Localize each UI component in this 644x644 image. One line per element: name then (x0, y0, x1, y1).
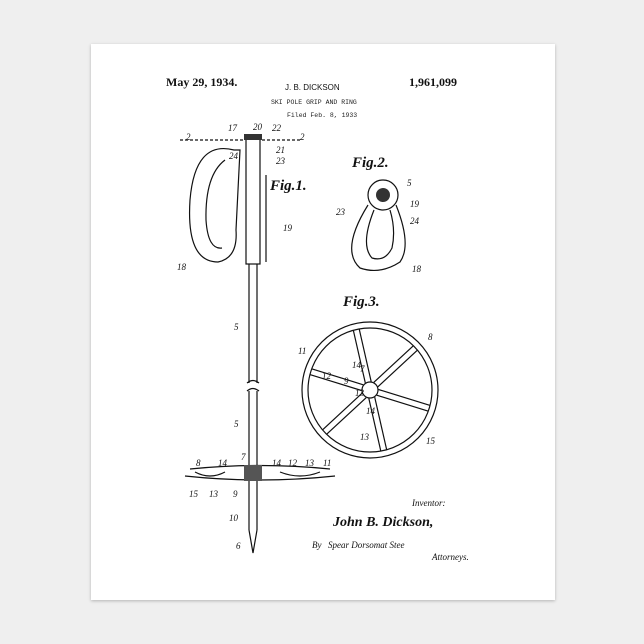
fig1-reference-numeral: 11 (323, 458, 331, 468)
inventor-header: J. B. DICKSON (285, 83, 340, 92)
attorneys-label: Attorneys. (431, 552, 469, 562)
fig1-reference-numeral: 18 (177, 262, 187, 272)
fig3-reference-numeral: 8 (428, 332, 433, 342)
fig1-reference-numeral: 10 (229, 513, 239, 523)
fig1-reference-numeral: 2 (300, 132, 305, 142)
patent-title: SKI POLE GRIP AND RING (271, 99, 357, 106)
fig1-reference-numeral: 8 (196, 458, 201, 468)
fig1-reference-numeral: 15 (189, 489, 199, 499)
fig1-reference-numeral: 2 (186, 132, 191, 142)
fig1-reference-numeral: 23 (276, 156, 286, 166)
fig3-reference-numeral: 13 (355, 388, 365, 398)
fig3-reference-numeral: 9 (344, 376, 349, 386)
fig1-reference-numeral: 20 (253, 122, 263, 132)
fig1-reference-numeral: 24 (229, 151, 239, 161)
fig1-reference-numeral: 5 (234, 419, 239, 429)
basket-spoke (353, 329, 371, 383)
attorney-signature: Spear Dorsomat Stee (328, 540, 405, 550)
fig1-reference-numeral: 7 (241, 452, 246, 462)
fig2-reference-numeral: 18 (412, 264, 422, 274)
fig2-reference-numeral: 5 (407, 178, 412, 188)
fig1-reference-numeral: 19 (283, 223, 293, 233)
fig1-reference-numeral: 5 (234, 322, 239, 332)
fig3-reference-numeral: 11 (298, 346, 306, 356)
fig3-reference-numeral: 13 (360, 432, 370, 442)
patent-date: May 29, 1934. (166, 75, 237, 89)
fig1-reference-numeral: 14 (218, 458, 228, 468)
fig1-reference-numeral: 21 (276, 145, 285, 155)
inventor-name: John B. Dickson, (332, 515, 433, 530)
patent-number: 1,961,099 (409, 75, 457, 89)
fig1-reference-numeral: 13 (209, 489, 219, 499)
fig3-reference-numeral: 7 (360, 364, 365, 374)
fig3-reference-numeral: 15 (426, 436, 436, 446)
basket-spoke (322, 393, 366, 434)
fig3-caption: Fig.3. (342, 294, 380, 310)
fig1-reference-numeral: 6 (236, 541, 241, 551)
fig2-reference-numeral: 24 (410, 216, 420, 226)
fig1-caption: Fig.1. (269, 178, 307, 194)
by-label: By (312, 540, 322, 550)
fig2-grip-ring (352, 180, 405, 270)
fig1-reference-numeral: 14 (272, 458, 282, 468)
filed-date: Filed Feb. 8, 1933 (287, 112, 357, 119)
fig2-reference-numeral: 19 (410, 199, 420, 209)
fig1-reference-numeral: 9 (233, 489, 238, 499)
fig1-reference-numeral: 17 (228, 123, 238, 133)
fig1-reference-numeral: 13 (305, 458, 315, 468)
basket-spoke (377, 389, 430, 411)
fig3-basket-ring (302, 322, 438, 458)
fig1-reference-numeral: 12 (288, 458, 298, 468)
fig2-reference-numeral: 23 (336, 207, 346, 217)
fig1-reference-numeral: 22 (272, 123, 282, 133)
fig3-reference-numeral: 14 (366, 406, 376, 416)
basket-spoke (374, 346, 418, 387)
fig3-reference-numeral: 12 (322, 371, 332, 381)
inventor-label: Inventor: (411, 498, 446, 508)
fig1-ski-pole (180, 134, 335, 553)
fig2-caption: Fig.2. (351, 155, 389, 171)
